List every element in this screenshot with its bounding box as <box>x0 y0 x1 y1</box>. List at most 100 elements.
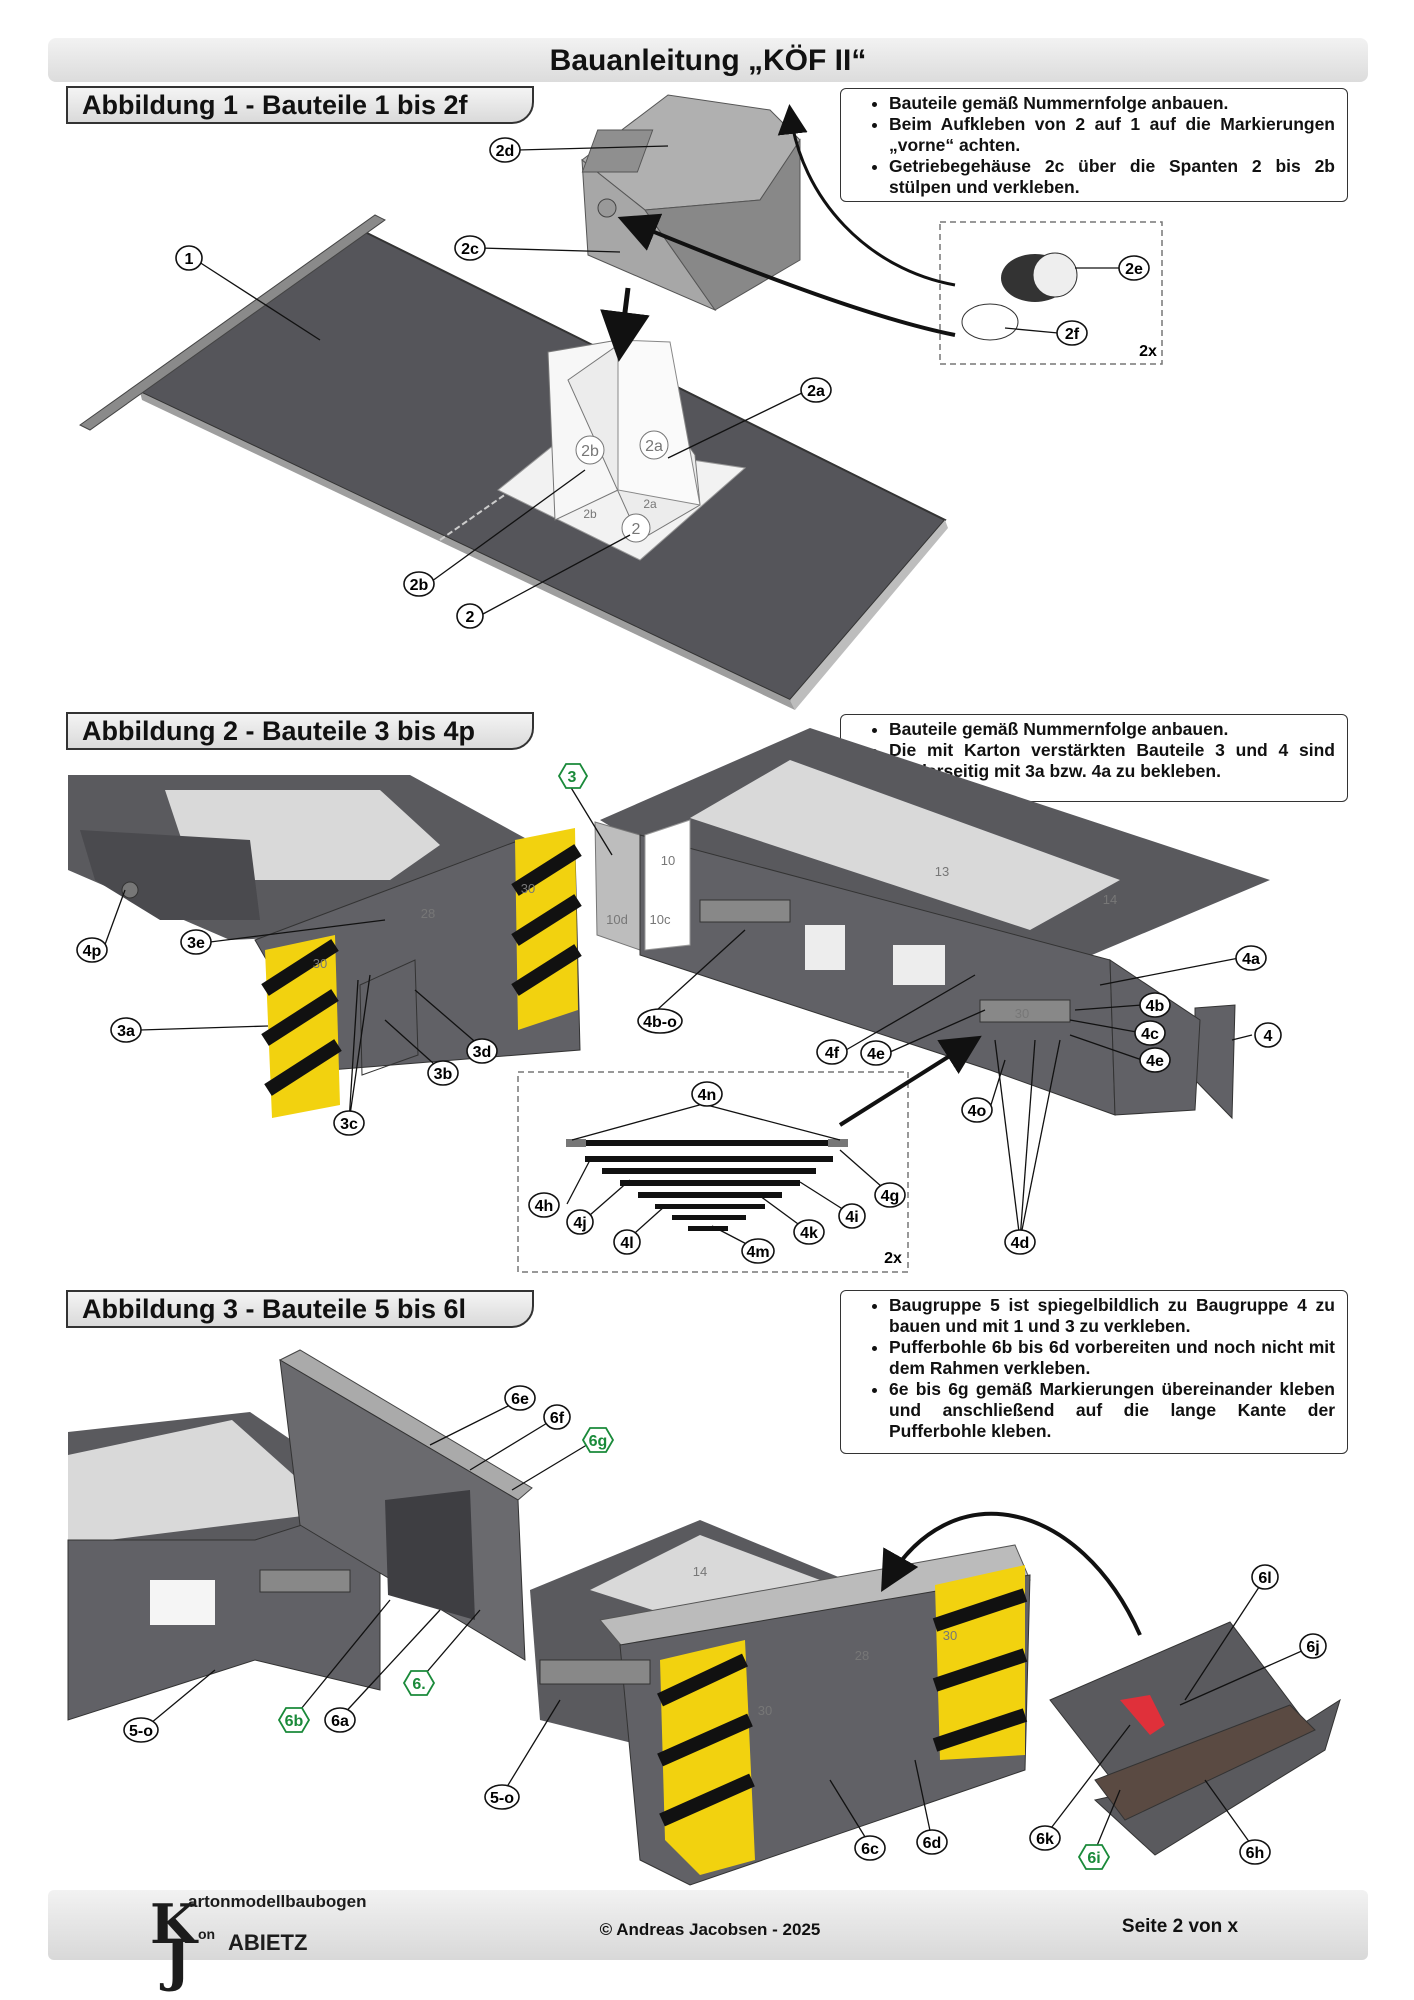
section-2-callouts: 3 4p 3e 3a 3d 3b 3c 4b-o 4a 4b 4c 4e 4 4… <box>76 763 1282 1267</box>
callout-4e: 4e <box>1146 1053 1164 1070</box>
strip-stack-4g-4n <box>566 1139 848 1231</box>
disc-2f <box>961 303 1019 341</box>
detail-box-2e-2f <box>939 221 1163 365</box>
callout-5-o-2: 5-o <box>490 1790 514 1807</box>
part-mark: 2b <box>581 443 599 460</box>
callout-4e-2: 4e <box>867 1046 885 1063</box>
callout-4: 4 <box>1264 1028 1273 1045</box>
callout-4g: 4g <box>881 1188 900 1205</box>
section-3-callouts: 6e 6f 6g 5-o 6b 6a 6. 5-o 6c 6d 6l 6j 6k… <box>123 1385 1327 1870</box>
part-mark: 13 <box>935 864 949 879</box>
left-frame-assembly <box>68 775 582 1118</box>
callout-4m: 4m <box>746 1244 769 1261</box>
part-mark: 30 <box>313 956 327 971</box>
part-mark: 30 <box>1015 1006 1029 1021</box>
logo-line2: ABIETZ <box>228 1930 308 1955</box>
callout-3c: 3c <box>340 1116 358 1133</box>
callout-2d: 2d <box>496 143 515 160</box>
page-title: Bauanleitung „KÖF II“ <box>549 44 867 77</box>
detail-box-4g-4n <box>517 1071 909 1273</box>
callout-6b: 6b <box>285 1713 304 1730</box>
part-mark: 28 <box>421 906 435 921</box>
callout-4i: 4i <box>845 1209 858 1226</box>
part-mark: 10d <box>606 912 628 927</box>
part-mark: 2a <box>645 438 663 455</box>
quantity-label: 2x <box>884 1250 902 1267</box>
note-item: Baugruppe 5 ist spiegelbildlich zu Baugr… <box>889 1295 1335 1337</box>
page-number: Seite 2 von x <box>1121 1916 1239 1937</box>
note-item: Bauteile gemäß Nummernfolge anbauen. <box>889 719 1335 740</box>
callout-2e: 2e <box>1125 261 1143 278</box>
part-mark: 30 <box>758 1703 772 1718</box>
callout-3e: 3e <box>187 935 205 952</box>
callout-6e: 6e <box>511 1391 529 1408</box>
part-mark: 30 <box>943 1628 957 1643</box>
spanten-2-2b <box>547 339 701 541</box>
cylinder-2e <box>1001 252 1078 302</box>
right-frame-and-bumper-6c <box>530 1520 1031 1886</box>
part-marks-3: 14 28 30 30 <box>693 1564 957 1718</box>
note-item: Pufferbohle 6b bis 6d vorbereiten und no… <box>889 1337 1335 1379</box>
copyright: © Andreas Jacobsen - 2025 <box>599 1920 821 1939</box>
callout-3b: 3b <box>434 1066 453 1083</box>
note-item: Die mit Karton verstärkten Bauteile 3 un… <box>889 740 1335 782</box>
callout-4p: 4p <box>83 943 102 960</box>
callout-6-dot: 6. <box>412 1676 425 1693</box>
logo-on: on <box>198 1926 216 1942</box>
callout-6g: 6g <box>589 1433 608 1450</box>
callout-4l: 4l <box>620 1235 633 1252</box>
callout-4n: 4n <box>698 1087 717 1104</box>
callout-2b: 2b <box>410 577 429 594</box>
callout-6a: 6a <box>331 1713 349 1730</box>
cradle-6h <box>1049 1621 1341 1856</box>
part-mark: 10c <box>650 912 671 927</box>
section-1-callouts: 2d 2c 1 2e 2f 2a 2b 2 2x <box>175 137 1157 629</box>
callout-4f: 4f <box>825 1045 840 1062</box>
footer-bar <box>48 1890 1368 1960</box>
section-2-heading: Abbildung 2 - Bauteile 3 bis 4p <box>66 712 534 750</box>
callout-2a: 2a <box>807 383 825 400</box>
callout-2: 2 <box>466 609 475 626</box>
section-3-heading: Abbildung 3 - Bauteile 5 bis 6l <box>66 1290 534 1328</box>
part-mark: 2a <box>643 497 657 511</box>
part-marks-1: 2b 2a 2 2b 2a <box>575 430 669 543</box>
part-mark: 30 <box>521 881 535 896</box>
note-item: Getriebegehäuse 2c über die Spanten 2 bi… <box>889 156 1335 198</box>
logo-line1: artonmodellbaubogen <box>188 1892 367 1911</box>
note-item: Bauteile gemäß Nummernfolge anbauen. <box>889 93 1335 114</box>
callout-4k: 4k <box>800 1225 818 1242</box>
callout-6k: 6k <box>1036 1831 1054 1848</box>
callout-4o: 4o <box>968 1103 987 1120</box>
note-item: Beim Aufkleben von 2 auf 1 auf die Marki… <box>889 114 1335 156</box>
callout-3: 3 <box>568 769 577 786</box>
section-1-notes: Bauteile gemäß Nummernfolge anbauen. Bei… <box>840 88 1348 202</box>
callout-3a: 3a <box>117 1023 135 1040</box>
callout-4h: 4h <box>535 1198 554 1215</box>
buffer-beam-6a <box>278 1349 533 1661</box>
logo-k: K <box>150 1892 197 1956</box>
callout-6h: 6h <box>1246 1845 1265 1862</box>
callout-6j: 6j <box>1306 1639 1319 1656</box>
quantity-label: 2x <box>1139 343 1157 360</box>
part-mark: 2 <box>632 521 641 538</box>
note-item: 6e bis 6g gemäß Markierungen übereinande… <box>889 1379 1335 1442</box>
section-3-notes: Baugruppe 5 ist spiegelbildlich zu Baugr… <box>840 1290 1348 1454</box>
callout-4b-o: 4b-o <box>643 1014 677 1031</box>
callout-6f: 6f <box>550 1410 565 1427</box>
callout-1: 1 <box>185 251 194 268</box>
part-marks-2: 30 28 30 30 10 10d 10c 13 14 <box>313 853 1117 1021</box>
callout-4a: 4a <box>1242 951 1260 968</box>
callout-2c: 2c <box>461 241 479 258</box>
callout-4j: 4j <box>573 1215 586 1232</box>
callout-2f: 2f <box>1065 326 1080 343</box>
callout-4d: 4d <box>1011 1235 1030 1252</box>
callout-6l: 6l <box>1258 1570 1271 1587</box>
callout-6c: 6c <box>861 1841 879 1858</box>
part-mark: 2b <box>583 507 597 521</box>
part-mark: 28 <box>855 1648 869 1663</box>
section-1-heading: Abbildung 1 - Bauteile 1 bis 2f <box>66 86 534 124</box>
part-mark: 10 <box>661 853 675 868</box>
